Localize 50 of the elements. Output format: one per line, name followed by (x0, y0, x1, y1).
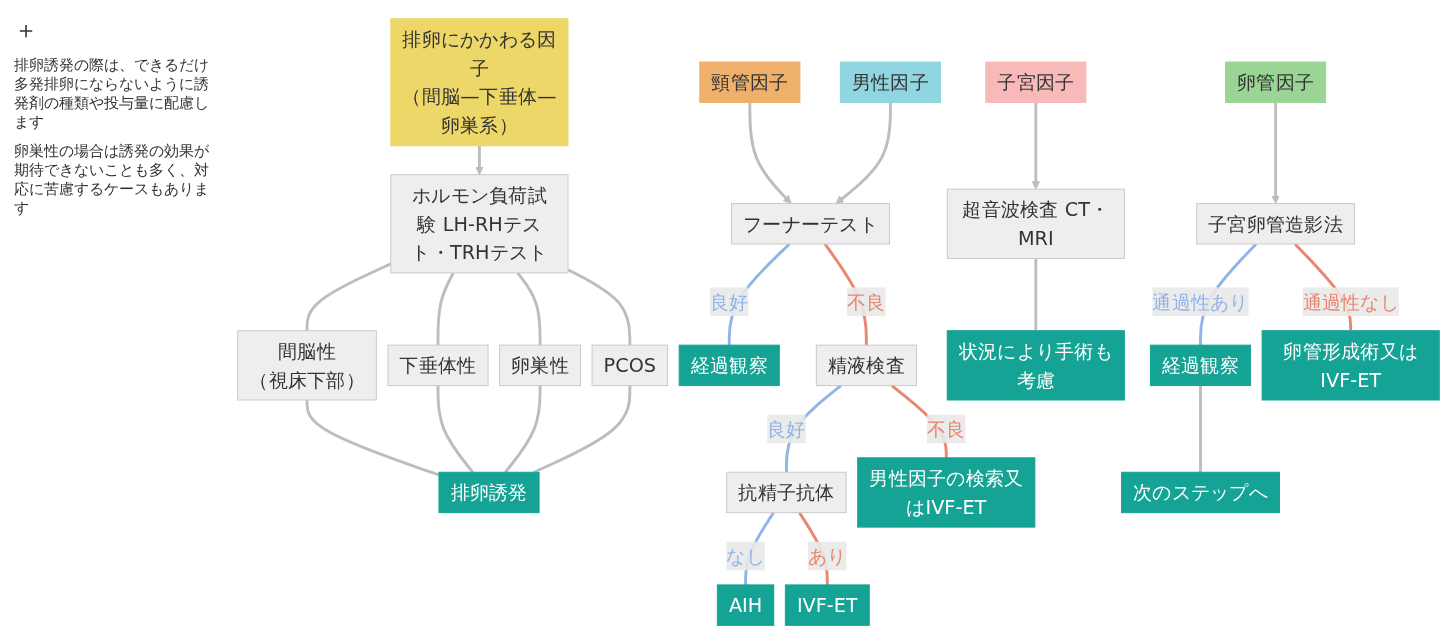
node-box: フーナーテスト (731, 203, 890, 245)
connector (533, 385, 632, 474)
node-box: ホルモン負荷試験 LH-RHテスト・TRHテスト (390, 174, 569, 274)
node-box: 排卵誘発 (438, 471, 540, 514)
node-box: 精液検査 (815, 344, 917, 387)
edge-label: あり (808, 544, 847, 568)
connector (567, 268, 632, 346)
node-box: 抗精子抗体 (726, 471, 847, 514)
node-box: 次のステップへ (1121, 471, 1280, 514)
edge-label: 通過性あり (1152, 290, 1249, 314)
connector (516, 272, 542, 346)
node-box: 男性因子 (839, 61, 941, 103)
node-box: AIH (716, 584, 775, 626)
node-box: 下垂体性 (387, 344, 489, 387)
node-box: 男性因子の検索又はIVF-ET (857, 457, 1036, 528)
note-text: 排卵誘発の際は、できるだけ多発排卵にならないように誘発剤の種類や投与量に配慮します (14, 56, 210, 132)
node-box: 間脳性 （視床下部） (237, 330, 377, 401)
node-box: 排卵にかかわる因子 （間脳—下垂体—卵巣系） (390, 18, 569, 147)
arrow (748, 102, 792, 204)
node-box: 卵巣性 (499, 344, 581, 387)
arrow (475, 145, 484, 176)
node-box: IVF-ET (784, 584, 870, 626)
plus-sign: ＋ (14, 15, 39, 46)
edge-label: 良好 (767, 417, 806, 441)
connector (436, 385, 474, 474)
arrow (835, 102, 892, 204)
connector (1034, 258, 1038, 331)
node-box: 子宮卵管造影法 (1196, 203, 1356, 245)
arrow (1271, 102, 1280, 204)
node-box: 卵管因子 (1225, 61, 1327, 103)
edge-label: 通過性なし (1302, 290, 1399, 314)
node-box: 超音波検査 CT・MRI (946, 188, 1125, 259)
connector (504, 385, 542, 474)
node-box: 経過観察 (1149, 344, 1252, 387)
node-box: 卵管形成術又はIVF-ET (1261, 330, 1440, 401)
node-box: 経過観察 (678, 344, 780, 387)
connector (305, 400, 440, 477)
connector (1199, 385, 1202, 473)
node-box: 状況により手術も考慮 (946, 330, 1125, 401)
edge-label: なし (726, 544, 765, 568)
note-text: 卵巣性の場合は誘発の効果が期待できないことも多く、対応に苦慮するケースもあります (14, 142, 210, 218)
node-box: 子宮因子 (985, 61, 1087, 103)
connector (436, 272, 455, 346)
node-box: PCOS (591, 344, 669, 387)
edge-label: 不良 (927, 417, 966, 441)
arrow (1031, 102, 1041, 190)
edge-label: 良好 (709, 290, 749, 314)
node-box: 頸管因子 (699, 61, 801, 103)
edge-label: 不良 (847, 290, 886, 314)
connector (305, 262, 392, 331)
